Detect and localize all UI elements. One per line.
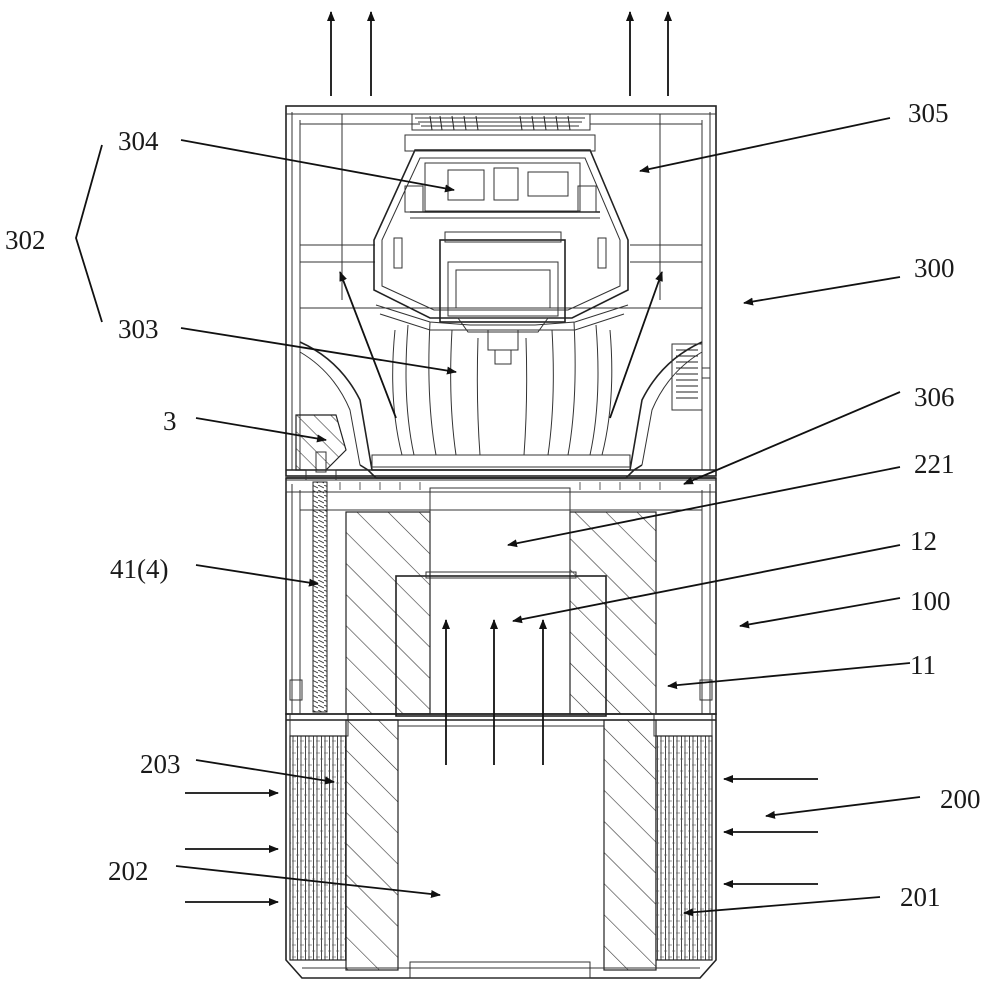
label-11: 11 [910,650,936,680]
intake-arrows [185,775,818,906]
reference-labels: 302 304 303 3 41(4) 203 202 305 300 306 … [5,98,981,912]
label-221: 221 [914,449,955,479]
label-306: 306 [914,382,955,412]
middle-module-100 [285,451,717,717]
label-203: 203 [140,749,181,779]
label-100: 100 [910,586,951,616]
label-305: 305 [908,98,949,128]
label-12: 12 [910,526,937,556]
label-200: 200 [940,784,981,814]
filter-module-200 [285,713,717,979]
leader-lines [75,117,921,917]
label-201: 201 [900,882,941,912]
label-302: 302 [5,225,46,255]
exhaust-arrows [327,11,672,96]
fan-module-300 [285,105,717,479]
upflow-arrows [442,619,547,765]
label-3: 3 [163,406,177,436]
label-41-4: 41(4) [110,554,168,584]
label-202: 202 [108,856,149,886]
label-303: 303 [118,314,159,344]
label-304: 304 [118,126,159,156]
label-300: 300 [914,253,955,283]
